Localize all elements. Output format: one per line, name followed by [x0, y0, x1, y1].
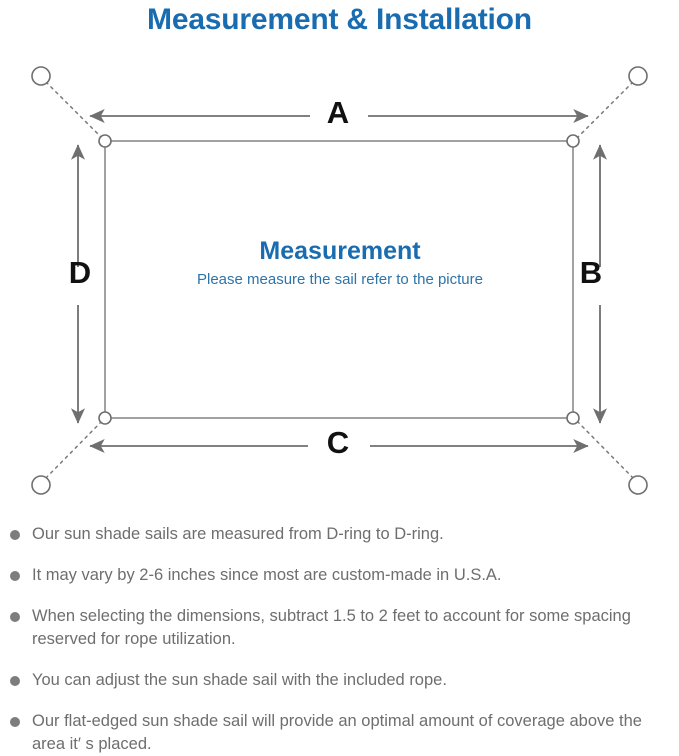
anchor-point-top-left [31, 66, 51, 86]
note-text: It may vary by 2-6 inches since most are… [32, 566, 502, 584]
measurement-diagram: A B C D Measurement Please measure the s… [0, 45, 679, 515]
measurement-diagram-svg [31, 66, 648, 495]
notes-list: Our sun shade sails are measured from D-… [10, 523, 675, 756]
bullet-icon [10, 717, 20, 727]
dimension-label-d: D [68, 255, 92, 290]
dimension-label-a: A [326, 95, 350, 130]
anchor-point-bottom-right [628, 475, 648, 495]
diagram-center-subtitle: Please measure the sail refer to the pic… [197, 271, 483, 288]
rope-line-bottom-left [40, 418, 105, 484]
rope-line-top-left [40, 76, 105, 141]
bullet-icon [10, 612, 20, 622]
rope-lines [40, 76, 639, 484]
list-item: You can adjust the sun shade sail with t… [10, 669, 675, 692]
bullet-icon [10, 571, 20, 581]
rope-line-top-right [574, 76, 639, 141]
rope-line-bottom-right [574, 418, 639, 484]
diagram-center-caption: Measurement Please measure the sail refe… [105, 235, 575, 290]
note-text: You can adjust the sun shade sail with t… [32, 671, 447, 689]
note-text: Our flat-edged sun shade sail will provi… [32, 712, 642, 753]
d-ring-bottom-right [566, 411, 580, 425]
d-ring-bottom-left [98, 411, 112, 425]
bullet-icon [10, 530, 20, 540]
dimension-label-c: C [326, 425, 350, 460]
page-title: Measurement & Installation [147, 3, 532, 36]
dimension-label-b: B [579, 255, 603, 290]
anchor-point-bottom-left [31, 475, 51, 495]
note-text: When selecting the dimensions, subtract … [32, 607, 631, 648]
bullet-icon [10, 676, 20, 686]
sail-rectangle [104, 140, 574, 419]
note-text: Our sun shade sails are measured from D-… [32, 525, 444, 543]
list-item: When selecting the dimensions, subtract … [10, 605, 675, 651]
d-ring-top-right [566, 134, 580, 148]
anchor-points [31, 66, 648, 495]
d-ring-top-left [98, 134, 112, 148]
list-item: Our flat-edged sun shade sail will provi… [10, 710, 675, 756]
anchor-point-top-right [628, 66, 648, 86]
d-rings [98, 134, 580, 425]
list-item: Our sun shade sails are measured from D-… [10, 523, 675, 546]
list-item: It may vary by 2-6 inches since most are… [10, 564, 675, 587]
diagram-center-title: Measurement [259, 237, 421, 265]
